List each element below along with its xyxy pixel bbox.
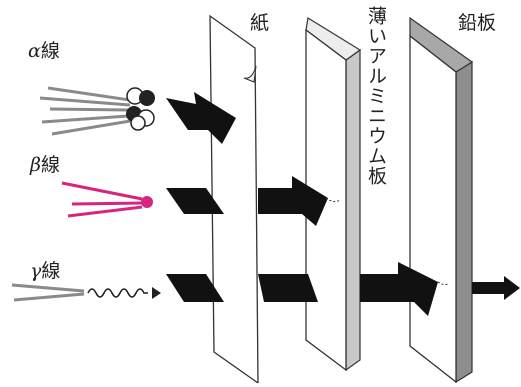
beta-symbol: β: [30, 154, 41, 176]
wavy-arrow-icon: [87, 287, 161, 299]
alpha-suffix: 線: [40, 40, 60, 62]
gamma-path: [166, 262, 520, 316]
alpha-ray-label: α線: [28, 36, 60, 63]
beta-path: [166, 176, 341, 226]
gamma-suffix: 線: [41, 260, 61, 282]
beta-ray-label: β線: [30, 150, 60, 177]
lead-plate: [409, 16, 474, 384]
gamma-ray-label: γ線: [30, 256, 60, 283]
alpha-arrow: [166, 92, 236, 144]
gamma-symbol: γ: [30, 260, 42, 282]
alpha-source-rays: [39, 86, 131, 136]
beta-suffix: 線: [40, 154, 60, 176]
paper-sheet: [209, 14, 259, 385]
beta-source-rays: [61, 181, 143, 218]
helium-nucleus-icon: [126, 87, 155, 131]
gamma-source-rays: [11, 283, 85, 302]
lead-label: 鉛板: [458, 12, 497, 34]
alpha-symbol: α: [28, 40, 41, 62]
paper-label: 紙: [250, 12, 270, 34]
aluminum-label: 薄いアルミニウム板: [365, 6, 387, 186]
electron-icon: [141, 196, 153, 208]
